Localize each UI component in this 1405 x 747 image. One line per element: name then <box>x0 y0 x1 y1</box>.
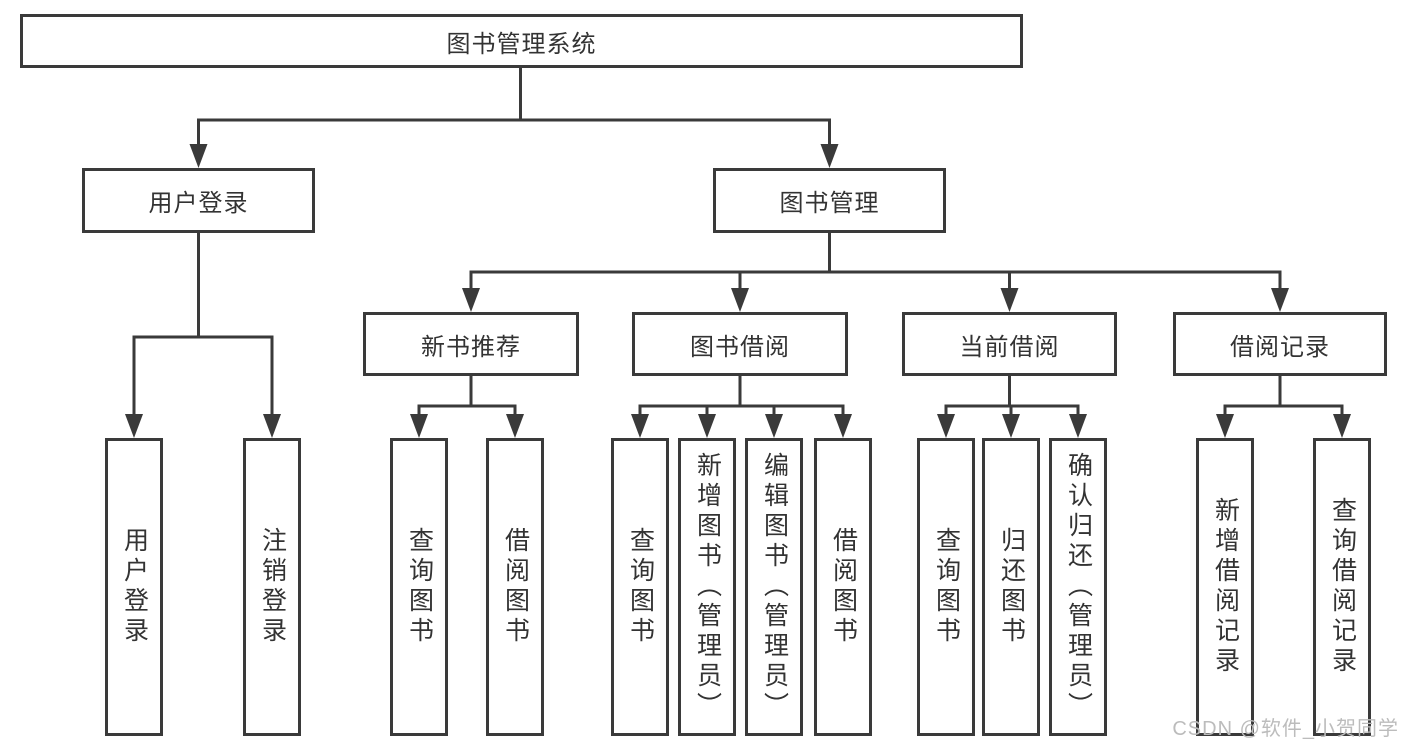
arrowheads <box>125 144 1351 438</box>
connector-book-borrow <box>638 376 845 415</box>
node-root-system: 图书管理系统 <box>20 14 1023 68</box>
node-book-management: 图书管理 <box>713 168 946 233</box>
leaf-user-login-label: 用户登录 <box>120 527 149 647</box>
arrowhead <box>731 288 749 312</box>
connector-new-book <box>417 376 517 415</box>
leaf-confirm-return-admin: 确认归还（管理员） <box>1049 438 1107 736</box>
arrowhead <box>1002 414 1020 438</box>
leaf-borrow-books-newbook-label: 借阅图书 <box>501 527 530 647</box>
leaf-edit-book-admin: 编辑图书（管理员） <box>745 438 803 736</box>
arrowhead <box>820 144 839 168</box>
node-user-login-label: 用户登录 <box>148 190 249 217</box>
node-user-login: 用户登录 <box>82 168 315 233</box>
node-book-borrow: 图书借阅 <box>632 312 848 376</box>
arrowhead <box>1271 288 1289 312</box>
connector-book-management <box>469 233 1282 289</box>
node-borrow-records: 借阅记录 <box>1173 312 1387 376</box>
node-book-borrow-label: 图书借阅 <box>690 333 790 361</box>
arrowhead <box>462 288 480 312</box>
node-borrow-records-label: 借阅记录 <box>1230 333 1330 361</box>
arrowhead <box>1216 414 1234 438</box>
leaf-return-books: 归还图书 <box>982 438 1040 736</box>
leaf-borrow-books: 借阅图书 <box>814 438 872 736</box>
leaf-add-borrow-record-label: 新增借阅记录 <box>1211 497 1240 677</box>
leaf-borrow-books-newbook: 借阅图书 <box>486 438 544 736</box>
arrowhead <box>698 414 716 438</box>
node-new-book-recommend: 新书推荐 <box>363 312 579 376</box>
arrowhead <box>263 414 281 438</box>
arrowhead <box>765 414 783 438</box>
arrowhead <box>410 414 428 438</box>
leaf-logout: 注销登录 <box>243 438 301 736</box>
connector-borrow-records <box>1223 376 1344 415</box>
leaf-query-books-newbook: 查询图书 <box>390 438 448 736</box>
connector-root <box>197 66 831 145</box>
node-root-system-label: 图书管理系统 <box>446 30 597 58</box>
leaf-add-borrow-record: 新增借阅记录 <box>1196 438 1254 736</box>
csdn-watermark: CSDN @软件_小贺同学 <box>1172 718 1399 740</box>
arrowhead <box>631 414 649 438</box>
node-current-borrow: 当前借阅 <box>902 312 1117 376</box>
arrowhead <box>189 144 208 168</box>
leaf-query-books-borrow-label: 查询图书 <box>626 527 655 647</box>
connector-user-login <box>132 233 274 415</box>
leaf-query-books-borrow: 查询图书 <box>611 438 669 736</box>
leaf-confirm-return-admin-label: 确认归还（管理员） <box>1064 452 1093 722</box>
leaf-borrow-books-label: 借阅图书 <box>829 527 858 647</box>
leaf-query-books-current: 查询图书 <box>917 438 975 736</box>
node-book-management-label: 图书管理 <box>779 190 880 217</box>
node-current-borrow-label: 当前借阅 <box>959 333 1060 361</box>
connector-current-borrow <box>944 376 1080 415</box>
leaf-query-borrow-record: 查询借阅记录 <box>1313 438 1371 736</box>
node-new-book-recommend-label: 新书推荐 <box>421 333 521 361</box>
leaf-query-borrow-record-label: 查询借阅记录 <box>1328 497 1357 677</box>
leaf-query-books-newbook-label: 查询图书 <box>405 527 434 647</box>
leaf-add-book-admin: 新增图书（管理员） <box>678 438 736 736</box>
leaf-add-book-admin-label: 新增图书（管理员） <box>693 452 722 722</box>
leaf-query-books-current-label: 查询图书 <box>932 527 961 647</box>
arrowhead <box>506 414 524 438</box>
arrowhead <box>937 414 955 438</box>
leaf-logout-label: 注销登录 <box>258 527 287 647</box>
arrowhead <box>125 414 143 438</box>
arrowhead <box>1069 414 1087 438</box>
leaf-return-books-label: 归还图书 <box>997 527 1026 647</box>
arrowhead <box>1000 288 1019 312</box>
leaf-user-login: 用户登录 <box>105 438 163 736</box>
arrowhead <box>1333 414 1351 438</box>
leaf-edit-book-admin-label: 编辑图书（管理员） <box>760 452 789 722</box>
arrowhead <box>834 414 852 438</box>
